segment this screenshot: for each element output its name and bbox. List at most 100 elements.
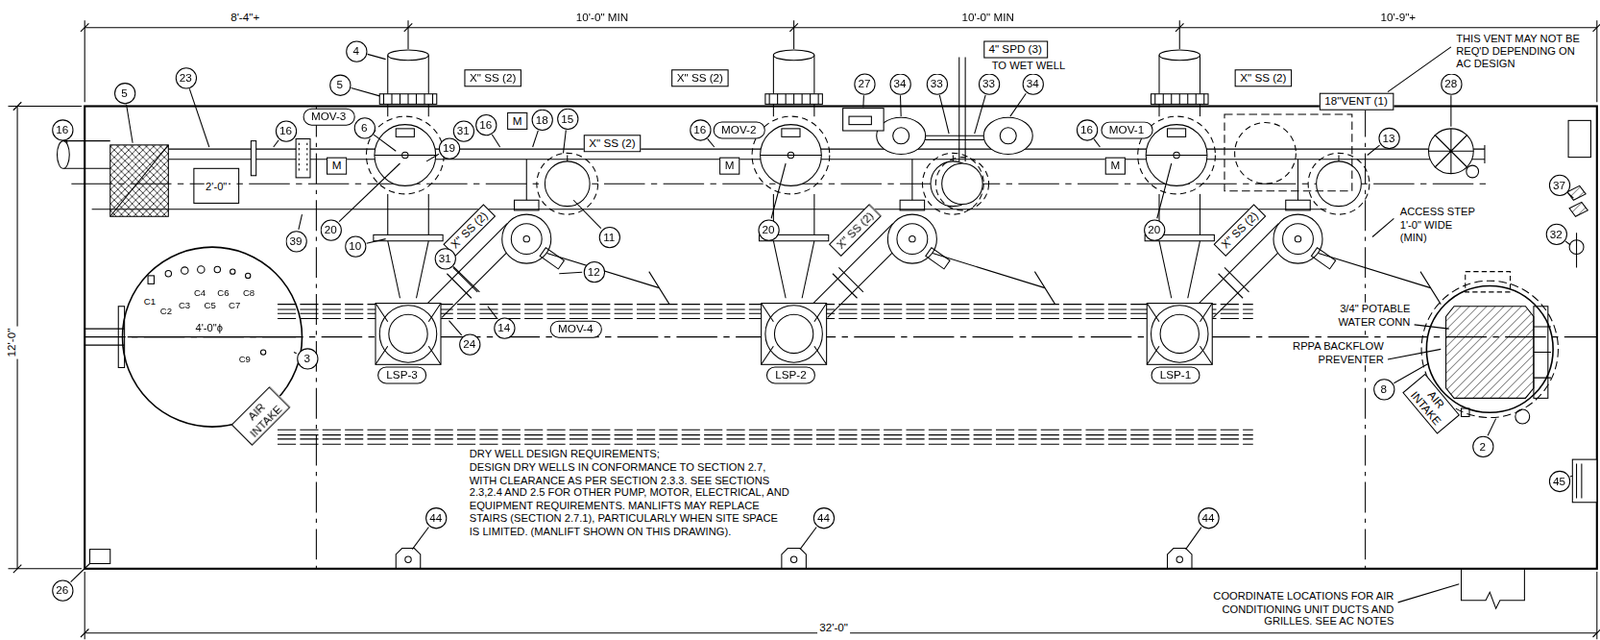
callout-number: 28 xyxy=(1440,72,1462,95)
callout-circle xyxy=(344,235,365,256)
leader-line xyxy=(707,138,715,147)
node-text: 45 xyxy=(1552,474,1566,487)
callout-circle xyxy=(557,108,578,129)
leader-line xyxy=(974,95,987,134)
node-text: 14 xyxy=(497,320,510,334)
node-text: 33 xyxy=(982,76,995,90)
node-text: 3 xyxy=(304,351,312,364)
node-text: MOV-3 xyxy=(311,109,346,122)
leader-line xyxy=(449,320,462,336)
callout-circle xyxy=(1076,119,1097,140)
leader-line xyxy=(339,163,400,222)
callout-circle xyxy=(1022,73,1043,95)
callout-number: 33 xyxy=(977,72,999,95)
leader-line xyxy=(862,95,865,107)
label-box: X" SS (2) xyxy=(463,69,522,87)
node-text: 13 xyxy=(1382,131,1396,145)
node-text: 4 xyxy=(353,44,361,57)
callout-number: 16 xyxy=(51,119,73,141)
leader-line xyxy=(1570,475,1573,478)
callout-number: 31 xyxy=(452,120,474,142)
note-text: 4'-0"ϕ xyxy=(193,320,225,334)
note-text: C5 xyxy=(202,299,217,311)
tag-oval: MOV-1 xyxy=(1100,121,1153,139)
callout-number: 39 xyxy=(285,230,307,252)
callout-circle xyxy=(275,120,296,141)
node-text: 31 xyxy=(457,123,470,137)
node-text: 15 xyxy=(560,112,574,125)
callout-circle xyxy=(1546,223,1567,244)
note-text: THIS VENT MAY NOT BE REQ'D DEPENDING ON … xyxy=(1454,31,1583,71)
node-text: 20 xyxy=(762,222,776,236)
node-text: X" SS (2) xyxy=(469,71,516,84)
callout-circle xyxy=(1549,174,1570,195)
node-text: 16 xyxy=(55,122,69,136)
callout-number: 3 xyxy=(296,347,318,369)
callout-circle xyxy=(459,333,480,354)
note-text: 2'-0" xyxy=(203,178,229,192)
leader-line xyxy=(491,134,500,147)
node-text: 8 xyxy=(1380,382,1387,395)
callout-circle xyxy=(51,580,73,601)
node-text: LSP-1 xyxy=(1160,367,1191,381)
node-text: 10 xyxy=(348,239,362,252)
callout-circle xyxy=(1197,507,1218,528)
node-text: 18 xyxy=(535,113,549,126)
leader-line xyxy=(1186,527,1202,550)
node-text: 16 xyxy=(693,122,706,136)
callout-number: 15 xyxy=(557,107,579,129)
tag-outline xyxy=(550,320,602,338)
note-text: COORDINATE LOCATIONS FOR AIR CONDITIONIN… xyxy=(1210,588,1396,628)
node-text: 44 xyxy=(817,510,830,524)
callout-circle xyxy=(51,119,73,140)
node-text: 6 xyxy=(361,121,368,134)
note-text: 10'-0" MIN xyxy=(959,10,1017,25)
label-box: M xyxy=(1105,156,1126,174)
node-text: 31 xyxy=(438,251,452,265)
callout-number: 11 xyxy=(598,225,620,247)
callout-circle xyxy=(320,218,341,240)
note-text: 3/4" POTABLE WATER CONN xyxy=(1322,302,1413,329)
callout-number: 33 xyxy=(925,72,947,95)
label-box: 18"VENT (1) xyxy=(1318,92,1394,110)
label-box: X" SS (2) xyxy=(1213,203,1267,257)
node-text: 23 xyxy=(179,71,193,84)
label-box: M xyxy=(507,111,528,129)
leader-line xyxy=(426,153,439,162)
note-text: C3 xyxy=(177,299,192,311)
callout-number: 23 xyxy=(174,67,196,89)
leader-line xyxy=(273,140,279,147)
node-text: 34 xyxy=(1026,76,1040,90)
node-text: 44 xyxy=(429,510,442,524)
node-text: 12 xyxy=(587,265,601,278)
callout-circle xyxy=(345,41,366,62)
node-text: 39 xyxy=(290,234,303,247)
callout-number: 13 xyxy=(1378,126,1400,148)
label-box: X" SS (2) xyxy=(671,69,729,87)
leader-line xyxy=(1010,93,1026,117)
callout-number: 34 xyxy=(1021,72,1043,95)
note-text: TO WET WELL xyxy=(990,58,1068,72)
node-text: 32 xyxy=(1550,227,1563,241)
tag-outline xyxy=(1151,365,1200,383)
node-text: 20 xyxy=(1147,222,1161,236)
note-text: 10'-0" MIN xyxy=(574,10,631,25)
callout-number: 44 xyxy=(425,507,447,529)
node-text: 33 xyxy=(930,76,944,90)
leader-line xyxy=(1487,418,1497,437)
node-text: X" SS (2) xyxy=(1218,208,1261,251)
callout-number: 34 xyxy=(889,72,911,95)
callout-circle xyxy=(329,74,350,96)
callout-number: 8 xyxy=(1373,378,1395,400)
node-text: LSP-3 xyxy=(386,367,417,381)
note-text: C1 xyxy=(143,295,157,307)
callout-circle xyxy=(757,218,778,240)
node-text: MOV-2 xyxy=(721,122,756,136)
note-text: C8 xyxy=(242,287,256,298)
callout-number: 4 xyxy=(345,40,367,62)
leader-line xyxy=(1565,241,1571,245)
label-box: M xyxy=(719,156,740,174)
callout-circle xyxy=(583,261,605,282)
callout-number: 14 xyxy=(493,316,515,339)
node-text: 26 xyxy=(55,582,69,596)
